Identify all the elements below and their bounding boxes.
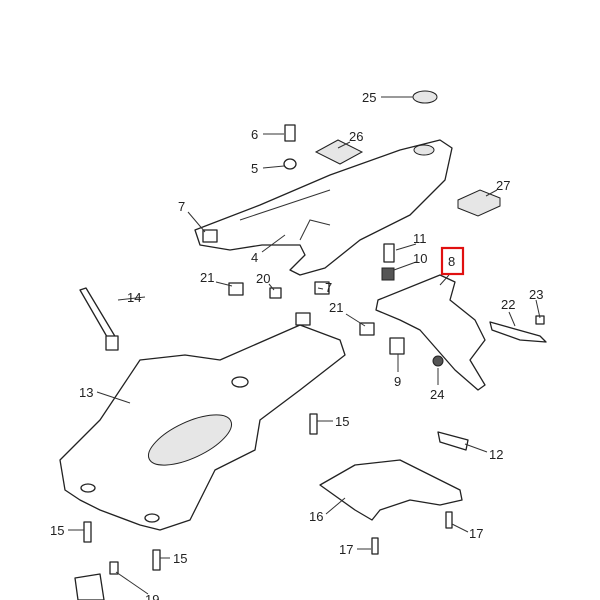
part-16-mudflap[interactable] (319, 459, 463, 521)
callout-12[interactable]: 12 (489, 447, 503, 462)
part-13-hole-a (80, 483, 96, 493)
part-15-bolt-b[interactable] (83, 521, 92, 543)
part-14-cable-tie[interactable] (79, 287, 117, 343)
callout-11[interactable]: 11 (413, 231, 427, 246)
part-27-pad[interactable] (457, 189, 501, 217)
part-7-nut-a[interactable] (202, 229, 218, 243)
callout-22[interactable]: 22 (501, 297, 515, 312)
part-19-bolt[interactable] (109, 561, 119, 575)
part-11-bolt[interactable] (383, 243, 395, 263)
part-21-nut-a[interactable] (228, 282, 244, 296)
part-4-seat-cowl[interactable] (194, 139, 453, 276)
part-13-hole-b (144, 513, 160, 523)
part-12-bracket[interactable] (437, 431, 469, 451)
callout-21[interactable]: 21 (329, 300, 343, 315)
part-20-nut[interactable] (269, 287, 282, 299)
part-7-nut-b[interactable] (314, 281, 330, 295)
callout-25[interactable]: 25 (362, 90, 376, 105)
part-9-grommet[interactable] (389, 337, 405, 355)
part-26-label[interactable] (314, 139, 364, 165)
callout-26[interactable]: 26 (349, 129, 363, 144)
callout-17[interactable]: 17 (469, 526, 483, 541)
callout-15[interactable]: 15 (335, 414, 349, 429)
part-5-collar[interactable] (283, 158, 297, 170)
part-8-bracket[interactable] (375, 274, 486, 391)
callout-9[interactable]: 9 (394, 374, 401, 389)
callout-15[interactable]: 15 (173, 551, 187, 566)
callout-23[interactable]: 23 (529, 287, 543, 302)
highlight-box (440, 246, 465, 276)
callout-16[interactable]: 16 (309, 509, 323, 524)
part-21-nut-c[interactable] (359, 322, 375, 336)
callout-labels: 25 6 26 5 27 7 11 4 10 8 21 20 7 14 22 2… (50, 90, 543, 600)
callout-24[interactable]: 24 (430, 387, 444, 402)
callout-4[interactable]: 4 (251, 250, 258, 265)
part-6-bolt[interactable] (284, 124, 296, 142)
leader-lines (68, 96, 541, 595)
callout-7[interactable]: 7 (325, 280, 332, 295)
part-14-head (105, 335, 119, 351)
callout-20[interactable]: 20 (256, 271, 270, 286)
callout-6[interactable]: 6 (251, 127, 258, 142)
callout-13[interactable]: 13 (79, 385, 93, 400)
part-22-plate[interactable] (489, 321, 547, 343)
part-24-nut[interactable] (432, 355, 444, 367)
part-25-emblem[interactable] (412, 90, 438, 104)
part-10-damper[interactable] (381, 267, 395, 281)
callout-15[interactable]: 15 (50, 523, 64, 538)
part-21-nut-b[interactable] (295, 312, 311, 326)
callout-10[interactable]: 10 (413, 251, 427, 266)
callout-27[interactable]: 27 (496, 178, 510, 193)
callout-8[interactable]: 8 (448, 254, 455, 269)
part-13-recess (148, 414, 232, 466)
callout-19[interactable]: 19 (145, 592, 159, 600)
part-15-bolt-a[interactable] (309, 413, 318, 435)
part-17-bolt-b[interactable] (371, 537, 379, 555)
part-4-hole (413, 144, 435, 156)
part-17-bolt-a[interactable] (445, 511, 453, 529)
part-13-hole-c (231, 376, 249, 388)
callout-5[interactable]: 5 (251, 161, 258, 176)
callout-17[interactable]: 17 (339, 542, 353, 557)
callout-21[interactable]: 21 (200, 270, 214, 285)
part-15-bolt-c[interactable] (152, 549, 161, 571)
callout-14[interactable]: 14 (127, 290, 141, 305)
callout-7[interactable]: 7 (178, 199, 185, 214)
part-19-bracket[interactable] (74, 573, 105, 600)
